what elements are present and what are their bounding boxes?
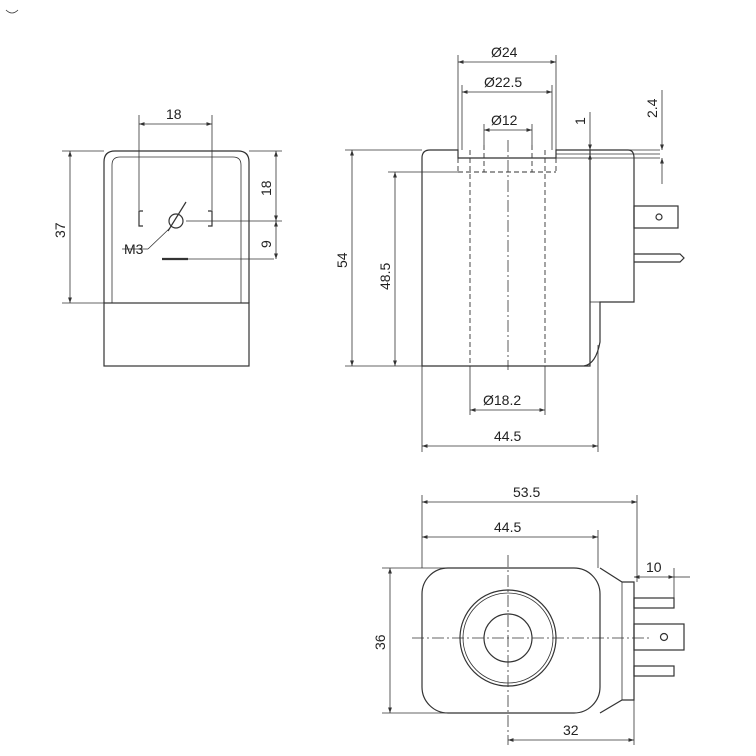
dia225-label: Ø22.5 <box>484 74 522 90</box>
side-housing-inner <box>111 156 242 303</box>
front-body-outline <box>421 149 591 367</box>
h54-label: 54 <box>334 252 350 268</box>
top-view: 53.5 44.5 36 10 32 <box>372 484 690 745</box>
h485-label: 48.5 <box>377 263 393 290</box>
top-pin-1 <box>633 597 675 609</box>
spade-terminal <box>633 205 679 229</box>
side-view: M3 18 37 18 9 <box>52 106 282 367</box>
top-spade <box>633 623 685 651</box>
dim1-label: 1 <box>572 117 588 125</box>
w445-label: 44.5 <box>494 428 521 444</box>
width-18-label: 18 <box>166 106 182 122</box>
top-spade-hole <box>659 632 669 642</box>
m3-leader <box>147 227 171 250</box>
upper-18-label: 18 <box>258 180 274 196</box>
right-bracket <box>208 210 213 227</box>
top-pin-2 <box>633 665 675 677</box>
dia182-label: Ø18.2 <box>483 392 521 408</box>
screw-slash <box>167 201 187 232</box>
side-base-block <box>103 302 250 367</box>
tw445-label: 44.5 <box>494 519 521 535</box>
front-connector-housing <box>583 149 635 367</box>
dia12-label: Ø12 <box>491 112 518 128</box>
top-body-outline <box>421 567 601 714</box>
corner-mark <box>5 9 19 14</box>
dia24-label: Ø24 <box>491 44 518 60</box>
front-view: Ø24 Ø22.5 Ø12 Ø18.2 54 48.5 44.5 1 <box>334 44 685 452</box>
screw-hole <box>168 213 184 229</box>
left-bracket <box>138 210 143 227</box>
thread-label: M3 <box>124 241 144 257</box>
lower-pin <box>634 253 685 263</box>
lower-9-label: 9 <box>258 240 274 248</box>
dim10-label: 10 <box>646 559 662 575</box>
top-connector-housing <box>599 567 635 714</box>
h36-label: 36 <box>372 634 388 650</box>
side-housing-outline <box>103 150 250 303</box>
dim32-label: 32 <box>563 722 579 738</box>
height-37-label: 37 <box>52 222 68 238</box>
dim24-label: 2.4 <box>644 98 660 118</box>
w535-label: 53.5 <box>513 484 540 500</box>
spade-hole <box>655 213 663 221</box>
